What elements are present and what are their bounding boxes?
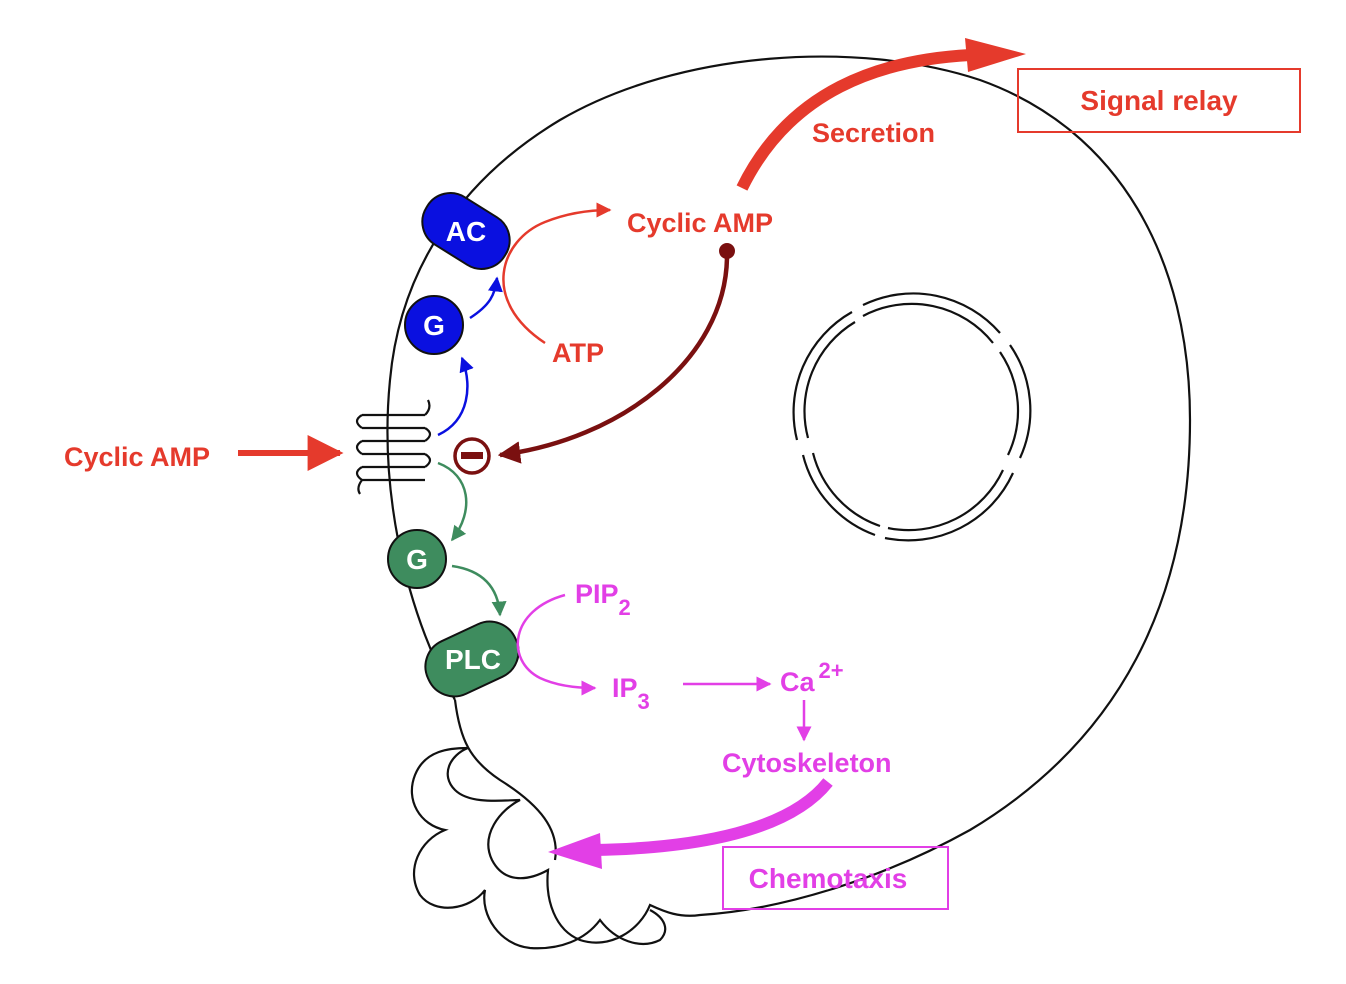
g-protein-blue: G (404, 295, 464, 355)
svg-text:AC: AC (446, 216, 486, 247)
internal-camp-label: Cyclic AMP (627, 208, 773, 238)
adenylyl-cyclase: AC (421, 192, 511, 270)
chemotaxis-arrow (594, 778, 833, 856)
pip2-label: PIP2 (575, 579, 631, 620)
camp-feedback-origin (719, 243, 735, 259)
ip3-label: IP3 (612, 673, 650, 714)
receptor-to-g-green-arrow (437, 461, 468, 542)
secretion-arrowhead (965, 38, 1026, 72)
phospholipase-c: PLC (424, 620, 520, 698)
nucleus (792, 292, 1032, 542)
inhibition-symbol (453, 437, 491, 475)
cell-membrane (386, 55, 1192, 950)
signal-relay-label: Signal relay (1080, 85, 1238, 116)
g-protein-green: G (387, 529, 447, 589)
feedback-inhibition-arrow (497, 257, 730, 464)
atp-to-camp-arrow (502, 202, 612, 345)
signal-relay-box (1017, 68, 1301, 133)
secretion-label: Secretion (812, 118, 935, 148)
atp-label: ATP (552, 338, 604, 368)
receptor (355, 399, 432, 495)
svg-text:PLC: PLC (445, 644, 501, 675)
external-camp-label: Cyclic AMP (64, 442, 210, 472)
svg-text:G: G (423, 310, 445, 341)
cell-membrane-base (453, 699, 557, 861)
receptor-to-g-arrow (437, 356, 474, 437)
chemotaxis-arrowhead (548, 833, 602, 869)
chemotaxis-label: Chemotaxis (749, 863, 908, 894)
g-to-ac-arrow (469, 276, 503, 320)
secretion-arrow (736, 49, 971, 191)
cytoskeleton-label: Cytoskeleton (722, 748, 892, 778)
g-to-plc-arrow (451, 564, 507, 617)
pip2-to-ip3-curve (516, 593, 597, 696)
chemotaxis-box (722, 846, 949, 910)
svg-text:G: G (406, 544, 428, 575)
